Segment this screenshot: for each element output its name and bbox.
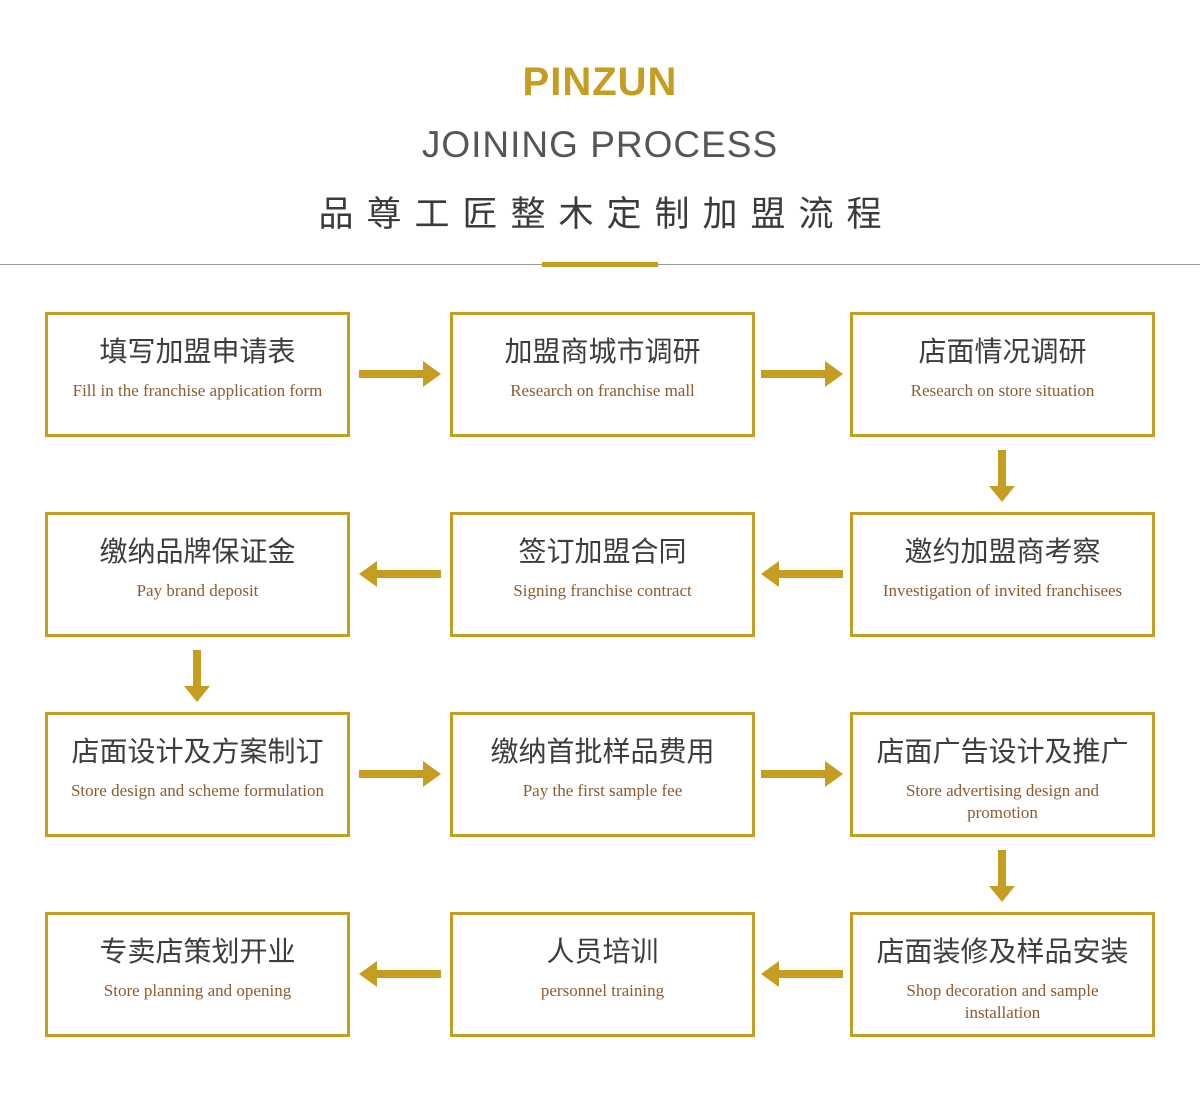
step-title-zh: 专卖店策划开业	[99, 936, 296, 967]
step-store-advertising-promotion: 店面广告设计及推广 Store advertising design and p…	[850, 712, 1155, 837]
step-title-zh: 加盟商城市调研	[504, 336, 701, 367]
step-title-zh: 签订加盟合同	[518, 536, 687, 567]
divider-accent-bar	[542, 262, 658, 267]
step-fill-application-form: 填写加盟申请表 Fill in the franchise applicatio…	[45, 312, 350, 437]
brand-title: PINZUN	[522, 60, 678, 104]
subtitle-english: JOINING PROCESS	[421, 124, 779, 165]
step-store-design-scheme: 店面设计及方案制订 Store design and scheme formul…	[45, 712, 350, 837]
step-title-en: Store design and scheme formulation	[70, 781, 325, 800]
step-title-en: Research on store situation	[910, 381, 1095, 400]
step-title-en: Shop decoration and sample installation	[906, 981, 1099, 1022]
step-title-zh: 店面设计及方案制订	[71, 736, 324, 767]
step-sign-franchise-contract: 签订加盟合同 Signing franchise contract	[450, 512, 755, 637]
arrow-right-icon	[761, 761, 843, 787]
arrow-right-icon	[359, 361, 441, 387]
step-title-en: Signing franchise contract	[513, 581, 692, 600]
arrow-left-icon	[761, 561, 843, 587]
arrow-left-icon	[359, 961, 441, 987]
arrow-left-icon	[359, 561, 441, 587]
step-title-zh: 邀约加盟商考察	[904, 536, 1101, 567]
arrow-down-icon	[989, 850, 1015, 902]
step-invite-franchisee-investigation: 邀约加盟商考察 Investigation of invited franchi…	[850, 512, 1155, 637]
arrow-down-icon	[989, 450, 1015, 502]
step-title-zh: 填写加盟申请表	[99, 336, 296, 367]
step-title-en: Fill in the franchise application form	[72, 381, 323, 400]
step-title-zh: 缴纳品牌保证金	[99, 536, 296, 567]
step-shop-decoration-sample-install: 店面装修及样品安装 Shop decoration and sample ins…	[850, 912, 1155, 1037]
arrow-down-icon	[184, 650, 210, 702]
step-title-en: Research on franchise mall	[510, 381, 695, 400]
title-chinese: 品尊工匠整木定制加盟流程	[318, 195, 895, 234]
step-pay-first-sample-fee: 缴纳首批样品费用 Pay the first sample fee	[450, 712, 755, 837]
step-pay-brand-deposit: 缴纳品牌保证金 Pay brand deposit	[45, 512, 350, 637]
arrow-right-icon	[359, 761, 441, 787]
step-title-en: Store planning and opening	[103, 981, 292, 1000]
step-title-zh: 店面装修及样品安装	[876, 936, 1129, 967]
step-title-zh: 店面广告设计及推广	[876, 736, 1129, 767]
step-store-situation-research: 店面情况调研 Research on store situation	[850, 312, 1155, 437]
arrow-right-icon	[761, 361, 843, 387]
step-title-en: Pay the first sample fee	[522, 781, 683, 800]
step-title-en: Investigation of invited franchisees	[882, 581, 1123, 600]
arrow-left-icon	[761, 961, 843, 987]
step-title-en: Pay brand deposit	[136, 581, 259, 600]
step-title-en: Store advertising design and promotion	[905, 781, 1100, 822]
step-title-en: personnel training	[540, 981, 665, 1000]
step-title-zh: 缴纳首批样品费用	[490, 736, 715, 767]
step-store-planning-opening: 专卖店策划开业 Store planning and opening	[45, 912, 350, 1037]
step-franchise-city-research: 加盟商城市调研 Research on franchise mall	[450, 312, 755, 437]
step-personnel-training: 人员培训 personnel training	[450, 912, 755, 1037]
step-title-zh: 人员培训	[546, 936, 659, 967]
step-title-zh: 店面情况调研	[918, 336, 1087, 367]
